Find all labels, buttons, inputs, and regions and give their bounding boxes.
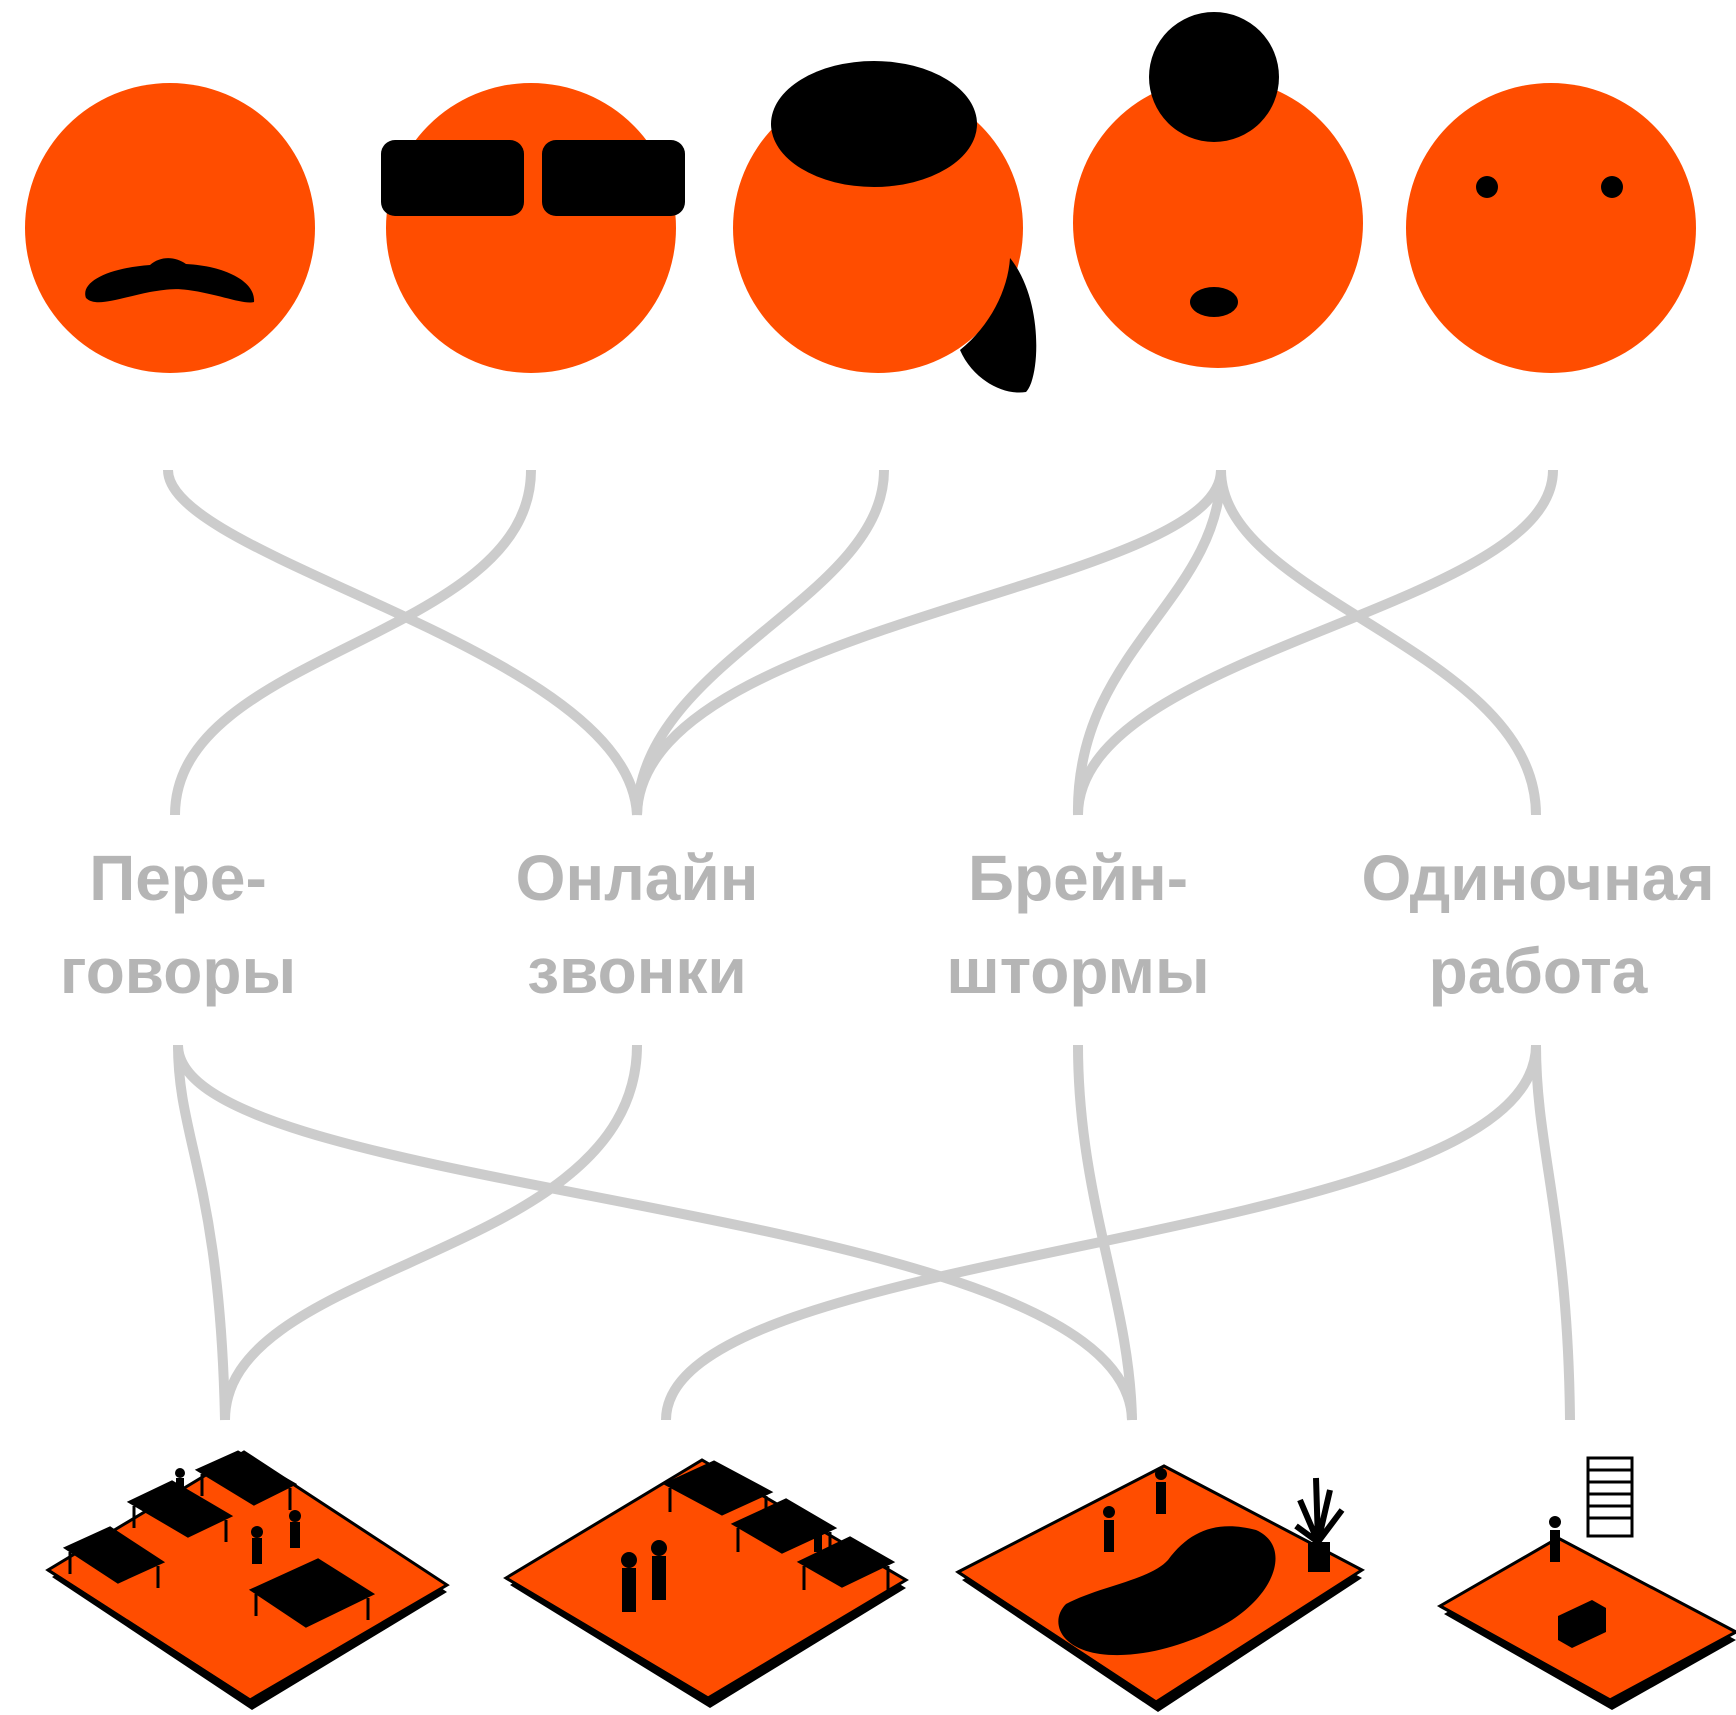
activity-negotiations-line1: Пере-: [89, 842, 267, 914]
meeting-room-isometric-icon: [45, 1450, 450, 1710]
connector-online-meeting: [220, 1044, 642, 1421]
activity-labels: Пере- говоры Онлайн звонки Брейн- штормы…: [60, 842, 1715, 1007]
connector-bun-solo: [1216, 469, 1541, 816]
activity-online-calls-line1: Онлайн: [516, 842, 759, 914]
activity-online-calls-line2: звонки: [527, 935, 746, 1007]
long-hair-face-icon: [733, 61, 1037, 393]
sunglasses-face-icon: [381, 83, 685, 373]
lounge-pond: [1058, 1526, 1276, 1656]
connector-bun-brainstorms: [1072, 469, 1226, 816]
dot-eyes-face-icon: [1406, 83, 1696, 373]
activity-brainstorms-line1: Брейн-: [968, 842, 1188, 914]
connector-solo-call: [661, 1044, 1541, 1421]
mustache-face-icon: [25, 83, 315, 373]
connector-solo-focus: [1531, 1044, 1575, 1421]
connector-glasses-negotiations: [170, 469, 536, 816]
connector-hair-online: [632, 469, 889, 816]
activity-brainstorms-line2: штормы: [946, 935, 1209, 1007]
focus-zone-isometric-icon: [1436, 1456, 1736, 1710]
activity-negotiations-line2: говоры: [60, 935, 296, 1007]
hair-bun-face-icon: [1073, 12, 1363, 368]
connector-negotiations-meeting: [173, 1044, 230, 1421]
call-zone-isometric-icon: [503, 1458, 909, 1708]
connector-mustache-online: [163, 469, 642, 816]
lounge-isometric-icon: [955, 1464, 1365, 1712]
connectors-bottom: [173, 1044, 1575, 1421]
activity-solo-work-line2: работа: [1429, 935, 1648, 1007]
connector-eyes-brainstorms: [1073, 469, 1558, 816]
activity-solo-work-line1: Одиночная: [1361, 842, 1714, 914]
connector-negotiations-lounge: [173, 1044, 1137, 1421]
connector-bun-online: [632, 469, 1226, 816]
connectors-top: [163, 469, 1558, 816]
